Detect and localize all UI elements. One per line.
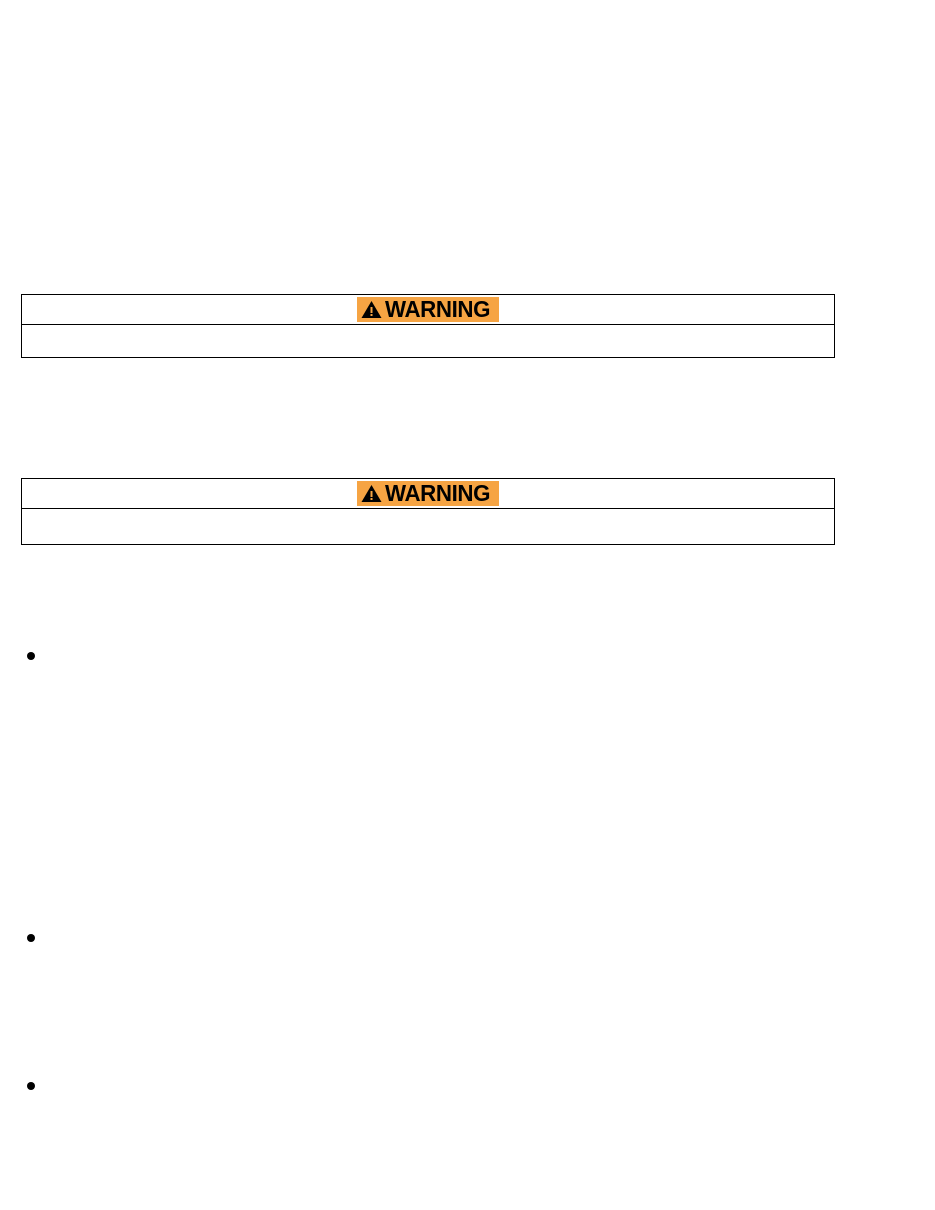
- warning-notice-2-header: WARNING: [21, 478, 835, 509]
- warning-triangle-icon: [361, 485, 382, 502]
- warning-badge: WARNING: [357, 480, 499, 506]
- warning-notice-2-body-text: [30, 513, 826, 527]
- bullet-dot-icon: [27, 1082, 35, 1090]
- warning-notice-2-body: [21, 509, 835, 545]
- list-item: [27, 648, 835, 661]
- warning-badge-label: WARNING: [385, 480, 491, 506]
- warning-notice-1-body: [21, 325, 835, 358]
- warning-notice-1-header: WARNING: [21, 294, 835, 325]
- list-item: [27, 1078, 835, 1091]
- warning-notice-1: WARNING: [21, 294, 835, 358]
- bullet-dot-icon: [27, 652, 35, 660]
- warning-notice-1-body-text: [30, 329, 826, 343]
- bullet-dot-icon: [27, 934, 35, 942]
- warning-triangle-icon: [361, 301, 382, 318]
- warning-badge-label: WARNING: [385, 296, 491, 322]
- warning-badge: WARNING: [357, 296, 499, 322]
- list-item: [27, 930, 835, 943]
- warning-notice-2: WARNING: [21, 478, 835, 545]
